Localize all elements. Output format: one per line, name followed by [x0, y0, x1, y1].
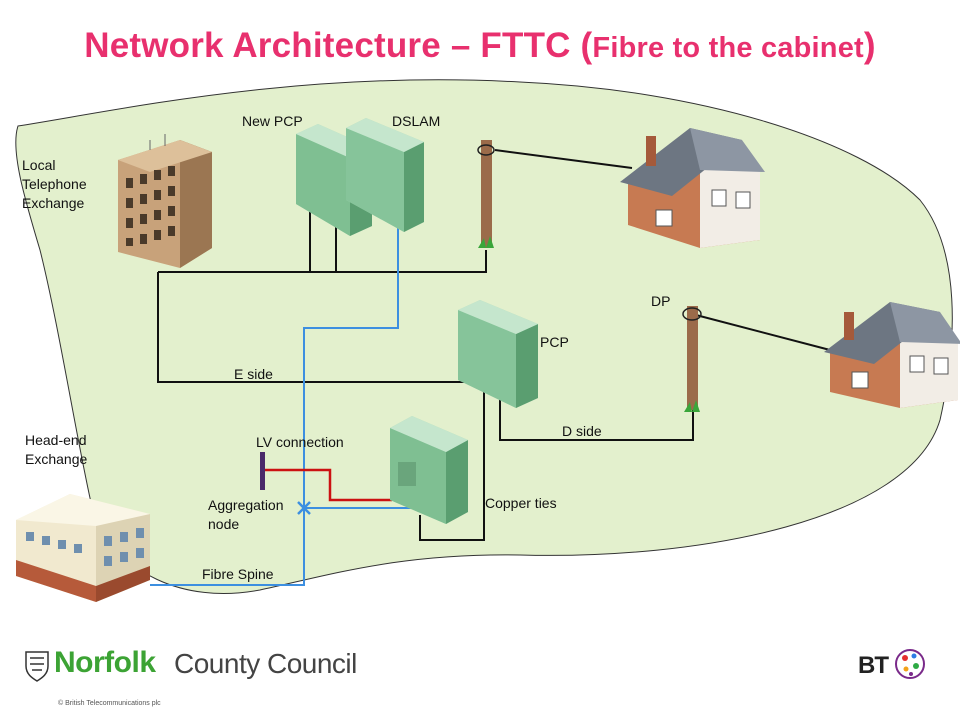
label-d-side: D side	[562, 423, 602, 439]
dp-pole-icon	[682, 306, 702, 412]
aggregation-node-icon	[297, 501, 311, 515]
house-icon	[620, 128, 765, 248]
telegraph-pole-icon	[477, 140, 495, 248]
label-e-side: E side	[234, 366, 273, 382]
fibre-lines	[150, 220, 412, 586]
norfolk-wordmark: Norfolk	[54, 646, 156, 679]
county-council-wordmark: County Council	[174, 648, 357, 679]
dslam-cabinet-icon	[346, 118, 424, 232]
page-title: Network Architecture – FTTC (Fibre to th…	[84, 26, 876, 65]
bt-globe-icon	[895, 649, 925, 679]
label-aggregation-node: Aggregation node	[208, 497, 284, 532]
label-new-pcp: New PCP	[242, 113, 303, 129]
house-icon	[824, 302, 960, 408]
copper-lines	[157, 149, 831, 541]
bt-wordmark: BT	[858, 652, 889, 679]
label-dslam: DSLAM	[392, 113, 441, 129]
exchange-building-icon	[118, 134, 212, 268]
head-end-building-icon	[16, 494, 150, 602]
label-copper-ties: Copper ties	[485, 495, 557, 511]
bt-logo: BT	[858, 646, 928, 686]
label-pcp: PCP	[540, 334, 569, 350]
crest-icon	[25, 651, 49, 682]
lv-connector-bar	[260, 452, 265, 490]
label-dp: DP	[651, 293, 671, 309]
street-cabinet-icon	[390, 416, 468, 524]
label-local-exchange: Local Telephone Exchange	[22, 157, 87, 211]
label-head-end-exchange: Head-end Exchange	[25, 432, 88, 467]
label-fibre-spine: Fibre Spine	[202, 566, 274, 582]
label-lv-connection: LV connection	[256, 434, 344, 450]
lv-connection-line	[264, 468, 392, 502]
copyright-notice: © British Telecommunications plc	[58, 700, 161, 707]
pcp-cabinet-icon	[458, 300, 538, 408]
